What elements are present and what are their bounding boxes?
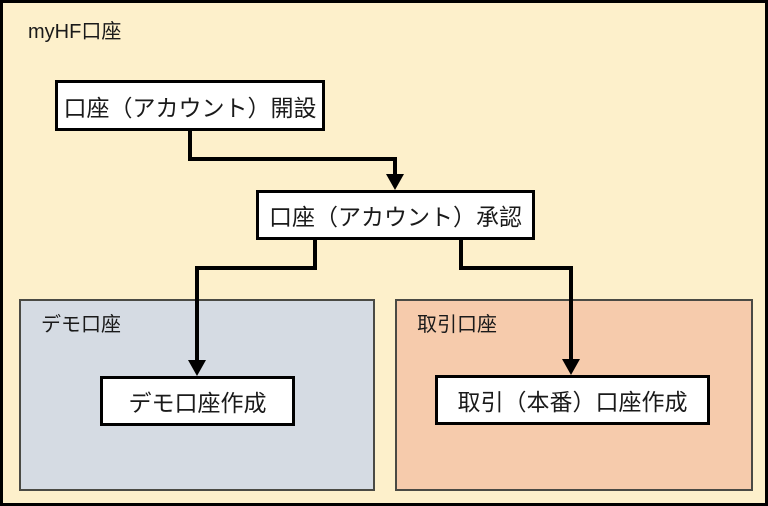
trade-group-label: 取引口座 (417, 314, 497, 336)
demo-group-label: デモ口座 (41, 314, 121, 336)
node-demo-account-create: デモ口座作成 (100, 376, 295, 426)
node-account-approve: 口座（アカウント）承認 (256, 190, 535, 240)
arrow-open-to-approve (188, 129, 404, 190)
node-account-open: 口座（アカウント）開設 (55, 80, 325, 131)
myhf-panel-label: myHF口座 (28, 21, 122, 43)
node-live-account-create: 取引（本番）口座作成 (435, 375, 710, 425)
